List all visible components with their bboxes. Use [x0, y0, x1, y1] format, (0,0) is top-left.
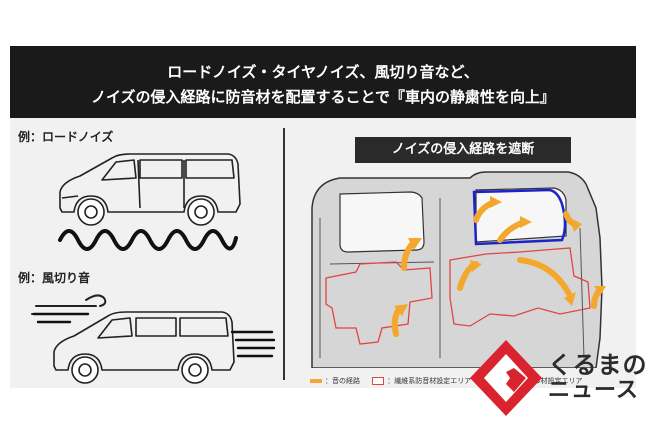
seal-material-area	[472, 188, 567, 246]
header-line-1: ロードノイズ・タイヤノイズ、風切り音など、	[167, 63, 479, 81]
rear-window-opening	[475, 187, 567, 243]
header-banner: ロードノイズ・タイヤノイズ、風切り音など、 ノイズの侵入経路に防音材を配置するこ…	[10, 46, 636, 118]
legend-sound-path: ：音の経路	[310, 377, 360, 385]
logo-line-2: ニュース	[548, 378, 639, 403]
legend-red-swatch	[372, 377, 385, 385]
fiber-material-area-rear	[449, 247, 591, 327]
fiber-material-area-front	[325, 261, 433, 345]
kurumanonews-logo-icon	[470, 340, 542, 416]
legend-sound-path-label: ：音の経路	[325, 377, 360, 385]
section-divider	[283, 128, 285, 380]
minivan-illustration-wind-noise	[53, 311, 276, 384]
front-window-opening	[339, 191, 425, 253]
block-noise-callout: ノイズの侵入経路を遮断	[355, 137, 571, 163]
minivan-illustration-road-noise	[59, 153, 241, 226]
wind-noise-label: 例：風切り音	[18, 271, 91, 285]
legend-fiber-material: ：繊維系防音材設定エリア	[372, 377, 471, 385]
logo-line-1: くるまの	[548, 351, 648, 379]
header-line-2: ノイズの侵入経路に防音材を配置することで『車内の静粛性を向上』	[90, 88, 556, 106]
road-noise-wave-icon	[58, 229, 238, 251]
door-cutaway-diagram	[311, 171, 606, 368]
legend-seal-material-label: ：防音シール材設定エリア	[498, 377, 583, 385]
road-noise-label: 例：ロードノイズ	[18, 130, 114, 144]
legend-fiber-material-label: ：繊維系防音材設定エリア	[387, 377, 472, 385]
logo-wordmark: くるまの ニュース	[548, 352, 648, 404]
legend-orange-swatch	[310, 379, 322, 383]
wind-streak-lines	[32, 312, 90, 324]
